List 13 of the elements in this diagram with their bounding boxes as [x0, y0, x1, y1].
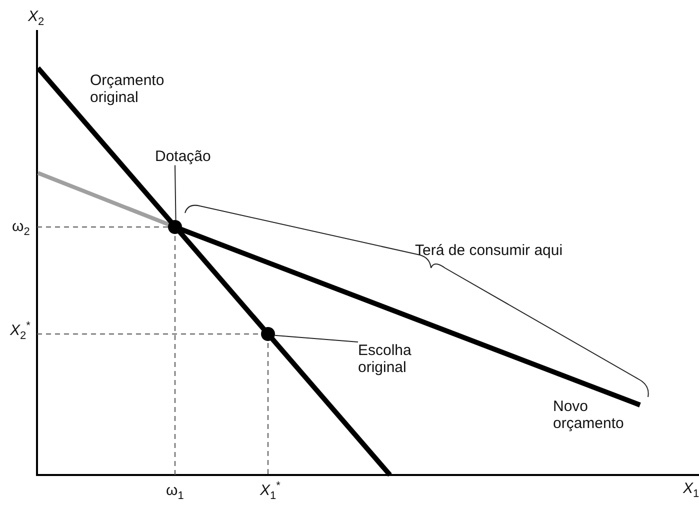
- point-marker: [168, 220, 182, 234]
- annotation-label: Novo orçamento: [553, 398, 625, 432]
- axis-label: X$_{1}$: [683, 480, 699, 501]
- axis-label: X$_{2}$: [28, 8, 44, 29]
- callout-label: Dotação: [155, 148, 211, 166]
- annotation-label: Terá de consumir aqui: [415, 242, 563, 260]
- callout-label: Escolha original: [358, 342, 438, 376]
- leader-line: [174, 164, 176, 221]
- axis-label: ω$_{1}$: [166, 482, 184, 503]
- axis-label: ω$_{2}$: [12, 218, 30, 239]
- annotation-label: Orçamento original: [90, 72, 166, 106]
- point-marker: [261, 327, 275, 341]
- leader-line: [274, 334, 358, 342]
